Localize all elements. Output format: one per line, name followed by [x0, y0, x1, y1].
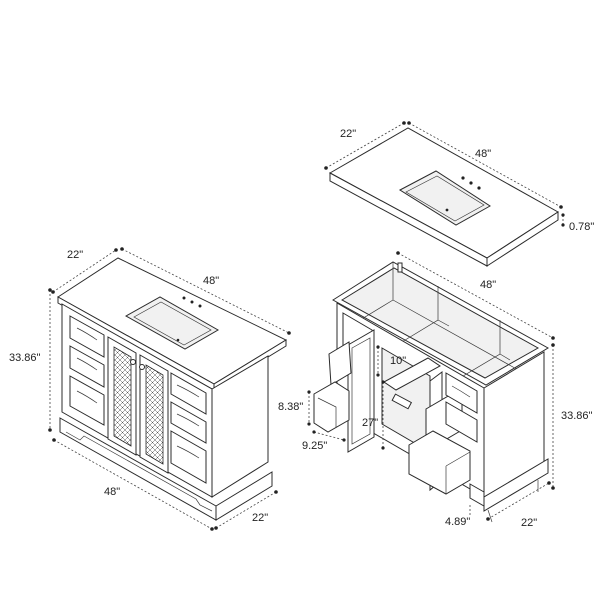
top-width-label: 48": [475, 148, 491, 160]
closed-width-top-dimension: [121, 248, 290, 334]
top-thickness-label: 0.78": [569, 221, 594, 233]
closed-width-top-label: 48": [203, 275, 219, 287]
closed-drawer-left-2: [69, 345, 105, 388]
closed-drawer-right-3: [170, 430, 207, 484]
open-drawer-right-bottom: [408, 430, 471, 495]
open-base-label: 4.89": [445, 516, 470, 528]
open-vanity-view: 48" 33.86" 22" 10" 27" 8.38" 9.25" 4.89": [278, 251, 593, 529]
open-shelf: [383, 357, 441, 391]
closed-sink: [124, 296, 220, 350]
top-width-dimension: [408, 122, 562, 208]
closed-cabinet-side: [211, 355, 269, 498]
open-drawer-left-top: [328, 341, 352, 386]
countertop-side-edge: [486, 211, 559, 267]
open-depth-label: 22": [521, 517, 537, 529]
open-drawer-depth-dimension: [313, 431, 345, 441]
open-drawer-height-label: 8.38": [278, 401, 303, 413]
closed-drawer-right-2: [170, 401, 207, 444]
open-shelf-label: 10": [390, 355, 406, 367]
countertop-view: 22" 48" 0.78": [324, 121, 594, 267]
closed-drawer-left-3: [69, 375, 105, 426]
closed-depth-top-label: 22": [67, 249, 83, 261]
top-depth-label: 22": [340, 128, 356, 140]
closed-width-bottom-label: 48": [104, 486, 120, 498]
open-inner-height-label: 27": [362, 417, 378, 429]
open-drawer-left-bottom: [313, 381, 350, 433]
open-height-label: 33.86": [561, 410, 593, 422]
top-depth-dimension: [325, 122, 405, 169]
open-width-label: 48": [480, 279, 496, 291]
closed-height-label: 33.86": [9, 352, 41, 364]
open-drawer-depth-label: 9.25": [302, 440, 327, 452]
closed-depth-bottom-label: 22": [252, 512, 268, 524]
open-width-dimension: [397, 252, 554, 339]
closed-drawer-left-1: [69, 315, 105, 358]
countertop-sink: [398, 170, 491, 226]
closed-depth-top-dimension: [52, 249, 117, 293]
open-drawer-right-1: [445, 372, 478, 414]
closed-drawer-right-1: [170, 372, 207, 415]
closed-vanity-view: 22" 48" 33.86" 48" 22": [9, 247, 291, 531]
